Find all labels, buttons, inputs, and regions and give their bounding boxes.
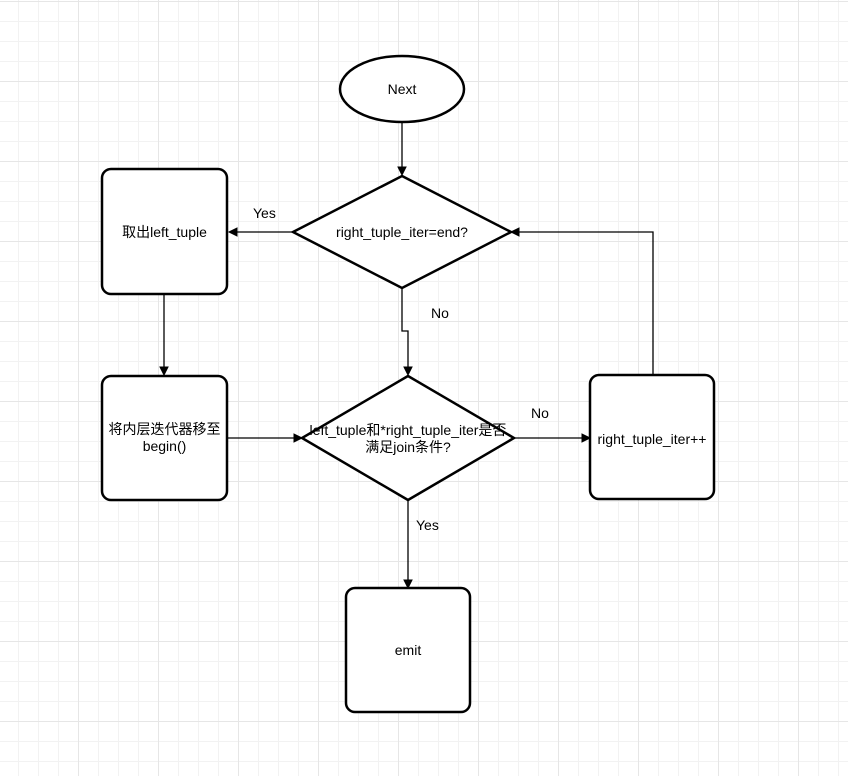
- check-join-diamond: [299, 374, 517, 502]
- edge-label-end-yes: Yes: [253, 205, 276, 221]
- edge-label-join-yes: Yes: [416, 517, 439, 533]
- arrowhead: [403, 579, 413, 590]
- start-label: Next: [387, 80, 417, 97]
- start-ellipse: [338, 54, 466, 124]
- arrowhead: [403, 366, 413, 377]
- take-left-box: [100, 167, 229, 296]
- arrowhead: [509, 227, 520, 237]
- edge-check-end-no: [401, 288, 409, 368]
- check-end-diamond: [290, 174, 514, 290]
- edge-label-join-no: No: [531, 405, 549, 421]
- advance-right-label: right_tuple_iter++: [597, 430, 707, 447]
- check-end-label: right_tuple_iter=end?: [336, 223, 468, 240]
- advance-right-box: [588, 373, 716, 501]
- arrowhead: [227, 227, 238, 237]
- emit-box: [344, 586, 472, 714]
- arrowhead: [397, 166, 407, 177]
- edge-advance-to-check-end: [519, 231, 654, 375]
- reset-inner-box: [100, 374, 229, 502]
- arrowhead: [159, 366, 169, 377]
- take-left-label: 取出left_tuple: [122, 223, 207, 240]
- reset-inner-label: 将内层迭代器移至begin(): [108, 421, 221, 454]
- arrowhead: [581, 433, 592, 443]
- arrowhead: [293, 433, 304, 443]
- check-join-label: left_tuple和*right_tuple_iter是否满足join条件?: [309, 422, 507, 455]
- edge-label-end-no: No: [431, 305, 449, 321]
- emit-label: emit: [394, 641, 422, 658]
